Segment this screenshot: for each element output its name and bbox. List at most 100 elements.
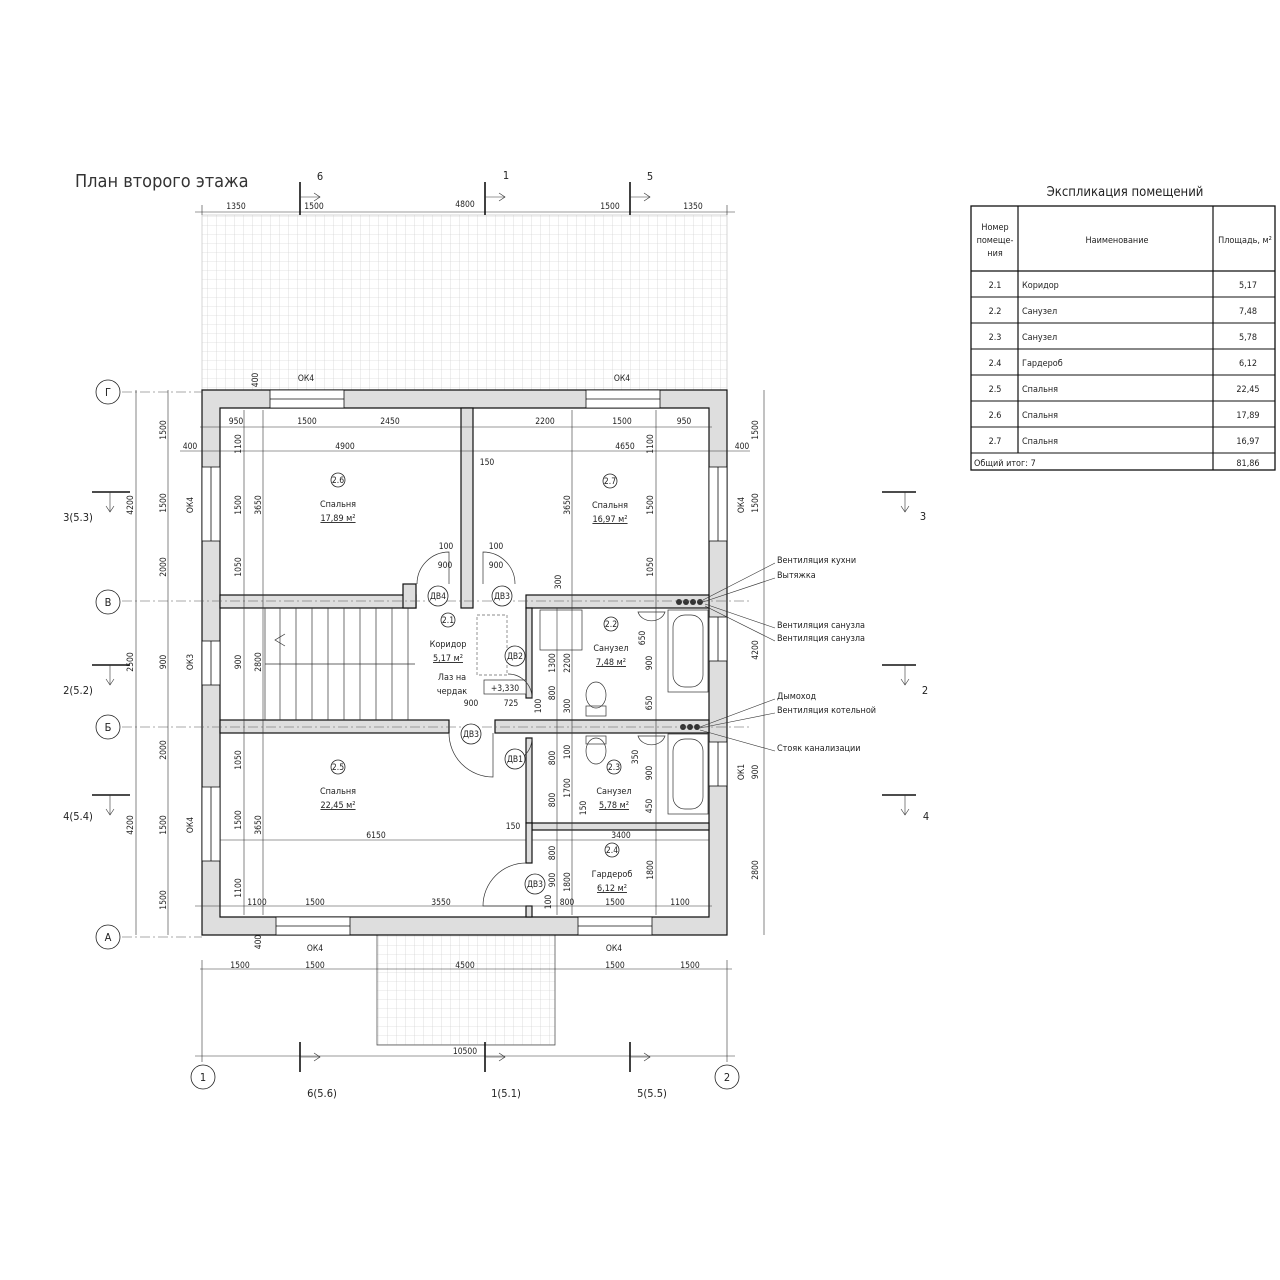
door-tag-circle <box>460 723 482 745</box>
room-area: 22,45 м² <box>320 801 355 811</box>
total-label: Общий итог: 7 <box>974 458 1036 469</box>
room-area: 16,97 м² <box>592 515 627 525</box>
room-name-cell: Спальня <box>1022 437 1058 447</box>
section-mark: 1 <box>503 169 509 182</box>
room-number-circle <box>330 759 346 775</box>
dimension-label: 400 <box>251 373 261 388</box>
door-tag: ДВ3 <box>527 880 543 890</box>
room-number: 2.5 <box>332 763 344 773</box>
grid-axis-bubble <box>190 1064 216 1090</box>
dimension-label: 4200 <box>126 495 136 515</box>
room-name: Спальня <box>320 500 356 510</box>
door-tag-circle <box>491 585 513 607</box>
dimension-label: 1500 <box>605 961 625 971</box>
window-openings <box>201 389 728 936</box>
grid-axis-number: 2 <box>724 1071 730 1084</box>
dimension-label: 100 <box>563 745 573 760</box>
door-swings <box>416 551 533 907</box>
window-tag: ОК4 <box>606 944 622 954</box>
room-name: Гардероб <box>592 869 633 880</box>
dimension-label: 650 <box>638 631 648 646</box>
dimension-label: 1500 <box>230 961 250 971</box>
room-area-cell: 5,17 <box>1239 281 1257 291</box>
window-tag: ОК3 <box>186 654 196 670</box>
room-name-cell: Гардероб <box>1022 358 1063 369</box>
dimension-label: 950 <box>677 417 692 427</box>
room-number-circle <box>604 842 620 858</box>
dimension-label: 1050 <box>234 750 244 770</box>
annotation-label: Стояк канализации <box>777 744 861 754</box>
room-area: 7,48 м² <box>596 658 626 668</box>
section-arrows <box>105 192 910 1062</box>
dimension-label: 800 <box>548 686 558 701</box>
header-number-1: Номер <box>981 223 1008 233</box>
section-mark: 3(5.3) <box>63 511 93 524</box>
room-name-cell: Санузел <box>1022 307 1057 317</box>
dimension-label: 4200 <box>751 640 761 660</box>
section-cut-markers <box>92 182 916 1072</box>
dimension-label: 800 <box>560 898 575 908</box>
header-name: Наименование <box>1086 236 1149 246</box>
room-number-cell: 2.6 <box>989 411 1002 421</box>
dimension-label: 4800 <box>455 200 475 210</box>
grid-axis-bubble <box>95 379 121 405</box>
dimension-label: 1500 <box>305 898 325 908</box>
room-number: 2.7 <box>604 477 616 487</box>
dimension-label: 100 <box>439 542 454 552</box>
window-tag: ОК4 <box>186 497 196 513</box>
dimension-label: 3550 <box>431 898 451 908</box>
room-number-cell: 2.1 <box>989 281 1002 291</box>
annotation-label: Вентиляция кухни <box>777 556 856 566</box>
interior-walls <box>219 407 710 918</box>
dimension-label: 725 <box>504 699 519 709</box>
dimension-label: 1500 <box>159 493 169 513</box>
dimension-label: 1500 <box>600 202 620 212</box>
room-area-cell: 6,12 <box>1239 359 1257 369</box>
dimension-label: 4200 <box>126 815 136 835</box>
dimension-label: 3650 <box>254 495 264 515</box>
dimension-label: 2200 <box>563 653 573 673</box>
dimension-label: 1500 <box>159 815 169 835</box>
grid-axis-bubble <box>95 714 121 740</box>
room-number-cell: 2.7 <box>989 437 1002 447</box>
room-name-cell: Санузел <box>1022 333 1057 343</box>
dimension-lines <box>135 205 765 1062</box>
room-name: Спальня <box>320 787 356 797</box>
annotation-label: Вытяжка <box>777 571 816 581</box>
room-number-circle <box>606 759 622 775</box>
dimension-label: 150 <box>579 801 589 816</box>
attic-hatch-label: Лаз на <box>438 673 466 683</box>
dimension-label: 3650 <box>563 495 573 515</box>
drawing-title: План второго этажа <box>75 171 249 192</box>
dimension-label: 900 <box>234 655 244 670</box>
dimension-label: 900 <box>438 561 453 571</box>
exterior-walls <box>201 389 728 936</box>
room-number-circle <box>603 616 619 632</box>
annotation-label: Дымоход <box>777 692 817 702</box>
door-tag-circle <box>427 585 449 607</box>
room-schedule-table: Экспликация помещений Номер помеще- ния … <box>970 185 1276 471</box>
dimension-label: 4500 <box>455 961 475 971</box>
dimension-label: 150 <box>506 822 521 832</box>
dimension-label: 800 <box>548 751 558 766</box>
dimension-label: 950 <box>229 417 244 427</box>
room-name: Спальня <box>592 501 628 511</box>
annotation-label: Вентиляция санузла <box>777 634 865 644</box>
dimension-label: 4650 <box>615 442 635 452</box>
attic-hatch-label: чердак <box>437 687 467 697</box>
room-area: 5,78 м² <box>599 801 629 811</box>
room-area-cell: 17,89 <box>1236 411 1259 421</box>
annotation-label: Вентиляция котельной <box>777 706 876 716</box>
window-tag: ОК4 <box>737 497 747 513</box>
dimension-label: 900 <box>489 561 504 571</box>
room-name: Санузел <box>593 644 628 654</box>
door-tag-circle <box>504 748 526 770</box>
dimension-label: 4900 <box>335 442 355 452</box>
window-tag: ОК4 <box>298 374 314 384</box>
grid-axis-letter: В <box>105 596 112 609</box>
